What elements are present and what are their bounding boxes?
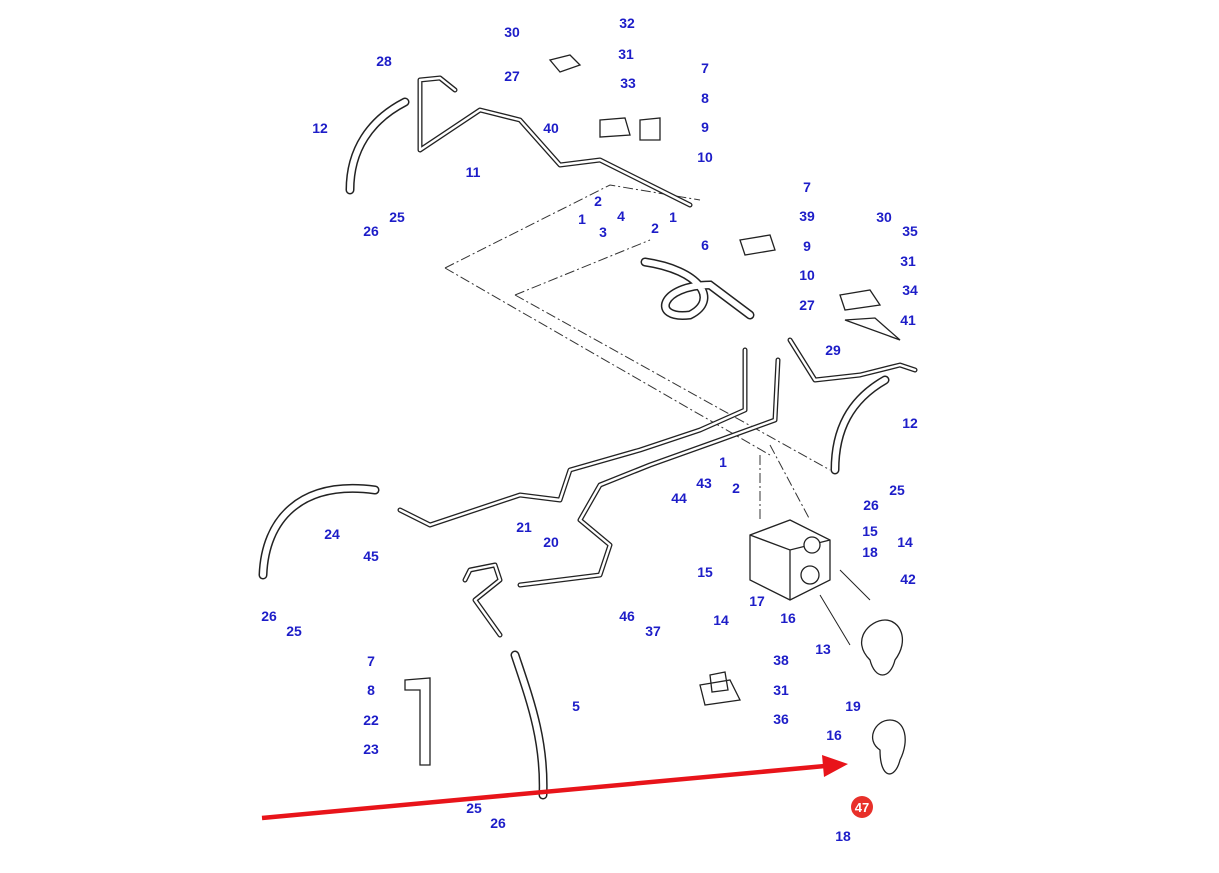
callout-label[interactable]: 7	[701, 60, 709, 76]
callout-label[interactable]: 17	[749, 593, 765, 609]
callout-label[interactable]: 2	[594, 193, 602, 209]
callout-label[interactable]: 14	[713, 612, 729, 628]
callout-label[interactable]: 1	[578, 211, 586, 227]
hoses	[258, 97, 890, 800]
callout-label[interactable]: 31	[773, 682, 789, 698]
callout-label[interactable]: 26	[363, 223, 379, 239]
callout-label[interactable]: 25	[286, 623, 302, 639]
callout-label[interactable]: 1	[719, 454, 727, 470]
callout-label[interactable]: 7	[803, 179, 811, 195]
callout-label[interactable]: 32	[619, 15, 635, 31]
callout-label[interactable]: 18	[835, 828, 851, 844]
callout-label[interactable]: 39	[799, 208, 815, 224]
callout-label[interactable]: 1	[669, 209, 677, 225]
callout-label[interactable]: 31	[618, 46, 634, 62]
callout-label[interactable]: 19	[845, 698, 861, 714]
callout-label[interactable]: 29	[825, 342, 841, 358]
bolts-and-brackets	[404, 54, 906, 775]
callout-label[interactable]: 12	[902, 415, 918, 431]
valve-block	[749, 519, 831, 601]
highlighted-callout[interactable]: 47	[851, 796, 873, 818]
callout-label[interactable]: 26	[490, 815, 506, 831]
callout-label[interactable]: 45	[363, 548, 379, 564]
callout-label[interactable]: 15	[862, 523, 878, 539]
pipes	[397, 75, 918, 638]
callout-label[interactable]: 2	[732, 480, 740, 496]
callout-label[interactable]: 16	[826, 727, 842, 743]
callout-label[interactable]: 22	[363, 712, 379, 728]
callout-label[interactable]: 28	[376, 53, 392, 69]
callout-label[interactable]: 12	[312, 120, 328, 136]
callout-label[interactable]: 38	[773, 652, 789, 668]
callout-label[interactable]: 6	[701, 237, 709, 253]
callout-label[interactable]: 21	[516, 519, 532, 535]
callout-label[interactable]: 10	[697, 149, 713, 165]
callout-label[interactable]: 8	[701, 90, 709, 106]
callout-label[interactable]: 5	[572, 698, 580, 714]
callout-label[interactable]: 7	[367, 653, 375, 669]
phantom-outlines	[444, 184, 831, 521]
callout-label[interactable]: 16	[780, 610, 796, 626]
callout-label[interactable]: 25	[389, 209, 405, 225]
callout-label[interactable]: 42	[900, 571, 916, 587]
callout-label[interactable]: 41	[900, 312, 916, 328]
callout-label[interactable]: 27	[504, 68, 520, 84]
callout-label[interactable]: 25	[889, 482, 905, 498]
callout-label[interactable]: 44	[671, 490, 687, 506]
callout-label[interactable]: 13	[815, 641, 831, 657]
callout-label[interactable]: 9	[803, 238, 811, 254]
callout-label[interactable]: 26	[863, 497, 879, 513]
callout-label[interactable]: 27	[799, 297, 815, 313]
callout-label[interactable]: 37	[645, 623, 661, 639]
callout-label[interactable]: 23	[363, 741, 379, 757]
callout-label[interactable]: 3	[599, 224, 607, 240]
red-arrow	[261, 755, 848, 821]
callout-47: 47	[855, 800, 869, 815]
callout-label[interactable]: 35	[902, 223, 918, 239]
callout-label[interactable]: 25	[466, 800, 482, 816]
callout-label[interactable]: 24	[324, 526, 340, 542]
callout-label[interactable]: 43	[696, 475, 712, 491]
callout-label[interactable]: 33	[620, 75, 636, 91]
callout-label[interactable]: 14	[897, 534, 913, 550]
callout-label[interactable]: 10	[799, 267, 815, 283]
callout-label[interactable]: 31	[900, 253, 916, 269]
callout-label[interactable]: 15	[697, 564, 713, 580]
callout-label[interactable]: 9	[701, 119, 709, 135]
callout-label[interactable]: 40	[543, 120, 559, 136]
callout-label[interactable]: 46	[619, 608, 635, 624]
callout-label[interactable]: 8	[367, 682, 375, 698]
callout-label[interactable]: 18	[862, 544, 878, 560]
callout-label[interactable]: 20	[543, 534, 559, 550]
callout-label[interactable]: 26	[261, 608, 277, 624]
callout-label[interactable]: 30	[876, 209, 892, 225]
callout-label[interactable]: 34	[902, 282, 918, 298]
callout-label[interactable]: 2	[651, 220, 659, 236]
callout-label[interactable]: 11	[466, 164, 481, 180]
callout-label[interactable]: 30	[504, 24, 520, 40]
callout-label[interactable]: 4	[617, 208, 625, 224]
callout-label[interactable]: 36	[773, 711, 789, 727]
